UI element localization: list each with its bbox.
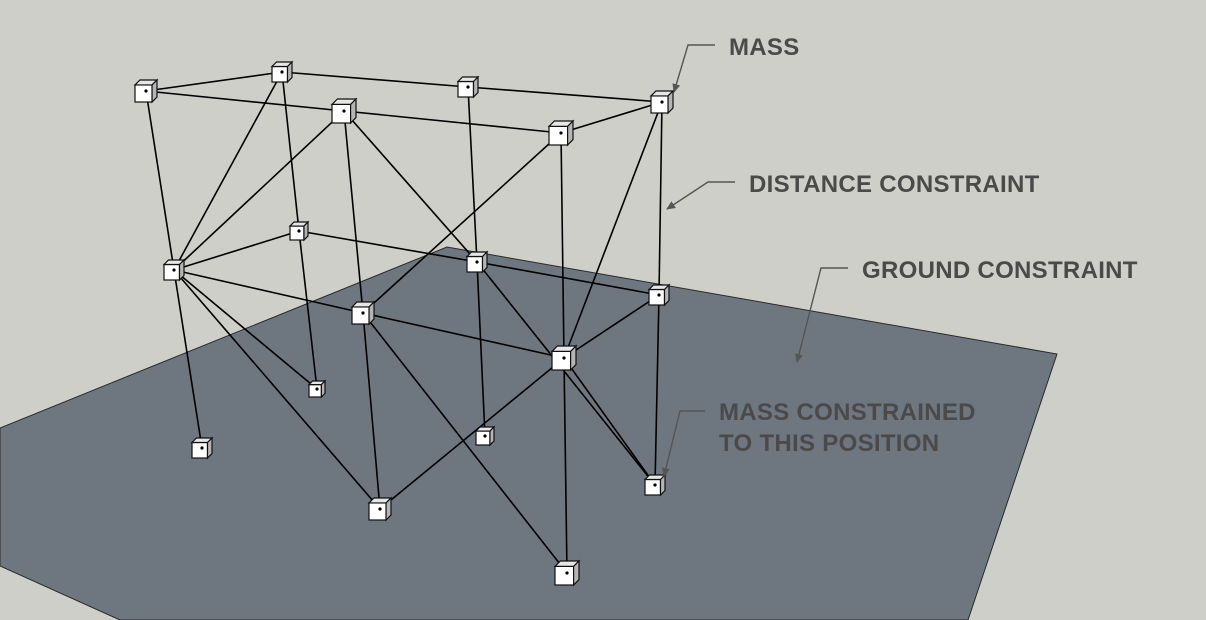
distance-constraint-rod (467, 86, 663, 103)
distance-constraint-rod (563, 294, 660, 359)
distance-constraint-rod (476, 261, 656, 486)
distance-constraint-rod (654, 294, 660, 486)
distance-constraint-rod (658, 101, 663, 296)
distance-constraint-rod (173, 230, 300, 271)
distance-constraint-rod (298, 230, 318, 390)
ground-constraint-label: GROUND CONSTRAINT (862, 257, 1138, 284)
mass-cube (456, 75, 480, 99)
distance-constraint-rod (281, 71, 300, 232)
distance-constraint-rod (560, 101, 663, 134)
mass-cube (270, 60, 294, 84)
annotation-leaders (662, 44, 848, 477)
mass-constrained-label: MASS CONSTRAINED TO THIS POSITION (719, 397, 976, 459)
mass-cube (162, 258, 186, 282)
distance-constraint-rod (362, 312, 568, 574)
mass-cube (190, 436, 214, 460)
distance-constraint-rod (362, 312, 381, 510)
distance-constraint-rod (343, 110, 364, 314)
distance-constraint-rod (173, 269, 203, 449)
distance-constraint-rod (173, 71, 283, 271)
mass-cube (647, 283, 671, 307)
mass-cube (307, 379, 327, 399)
mass-cube (474, 425, 496, 447)
distance-constraint-rod (145, 90, 345, 112)
mass-cube (643, 473, 667, 497)
distance-constraint-rod (379, 357, 565, 510)
distance-constraint-rod (173, 110, 345, 271)
distance-constraint-rod (343, 110, 478, 263)
mass-cube (330, 97, 358, 125)
mass-cube (350, 300, 376, 326)
distance-constraint-rod (281, 71, 469, 88)
mass-cube (550, 344, 578, 372)
mass-cube (288, 220, 310, 242)
distance-constraint-rod (173, 269, 381, 510)
ground-plane (0, 246, 1058, 620)
distance-constraint-label: DISTANCE CONSTRAINT (749, 171, 1040, 198)
masses (133, 60, 675, 587)
mass-constrained-line1: MASS CONSTRAINED (719, 399, 976, 426)
distance-constraint-leader (666, 181, 735, 210)
distance-constraint-rod (467, 86, 478, 263)
mass-constrained-leader (662, 410, 705, 477)
distance-constraints (145, 71, 663, 574)
mass-cube (133, 78, 159, 104)
ground-constraint-leader (795, 267, 848, 363)
distance-constraint-rod (476, 261, 486, 437)
distance-constraint-rod (563, 357, 656, 486)
mass-leader (672, 44, 715, 93)
distance-constraint-rod (343, 110, 562, 134)
distance-constraint-rod (563, 357, 568, 574)
mass-cube (553, 559, 581, 587)
distance-constraint-rod (563, 101, 663, 359)
distance-constraint-rod (560, 132, 565, 359)
mass-constrained-line2: TO THIS POSITION (719, 430, 940, 457)
distance-constraint-rod (476, 261, 660, 296)
distance-constraint-rod (173, 269, 364, 314)
distance-constraint-rod (145, 90, 175, 271)
mass-label: MASS (729, 34, 800, 61)
distance-constraint-rod (173, 269, 318, 390)
distance-constraint-rod (362, 132, 562, 314)
mass-cube (649, 89, 675, 115)
mass-cube (547, 119, 575, 147)
distance-constraint-rod (298, 230, 478, 263)
mass-cube (367, 496, 393, 522)
mass-cube (465, 250, 489, 274)
distance-constraint-rod (362, 312, 565, 359)
distance-constraint-rod (145, 71, 283, 92)
